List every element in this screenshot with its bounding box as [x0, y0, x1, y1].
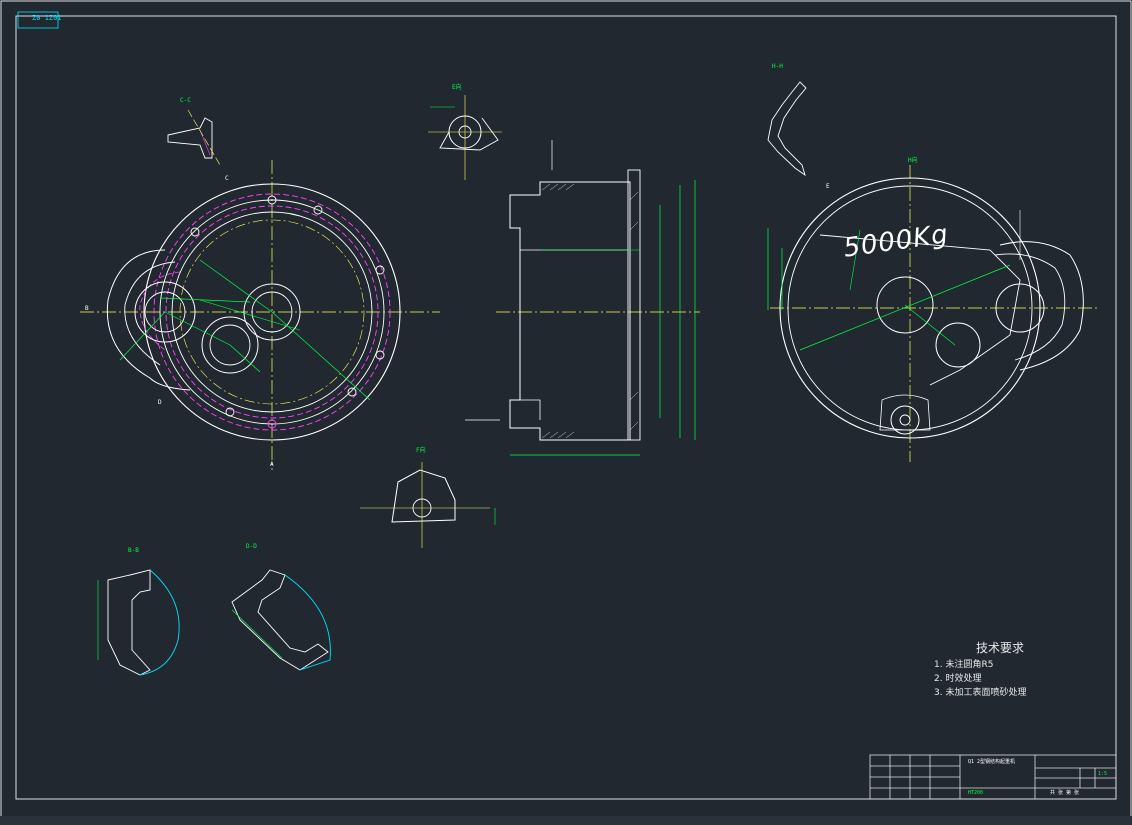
section-bb-lower — [97, 569, 180, 676]
drawing-code-tag: Z0 1Z01 — [32, 14, 62, 22]
title-block-scale: 1:5 — [1098, 771, 1108, 777]
view-f — [360, 462, 496, 548]
left-main-view — [80, 160, 440, 470]
tech-requirement-item: 3. 未加工表面喷砂处理 — [934, 688, 1027, 698]
label-section-dd: D-D — [246, 543, 257, 550]
label-b: B — [85, 305, 89, 312]
title-block-part-name: Q1 2型钢结构起重机 — [968, 759, 1016, 765]
tech-requirement-item: 1. 未注圆角R5 — [934, 660, 994, 670]
center-section-view — [465, 140, 700, 456]
title-block-sheet: 共 张 第 张 — [1050, 790, 1080, 796]
label-view-e: E向 — [452, 84, 462, 91]
title-block-material: HT200 — [968, 790, 984, 796]
label-d: D — [158, 399, 162, 406]
section-dd — [231, 569, 331, 671]
section-cc — [167, 109, 221, 166]
section-hh — [767, 81, 807, 177]
label-a: A — [270, 461, 274, 468]
label-section-hh: H-H — [772, 63, 783, 70]
inner-frame — [15, 15, 1117, 800]
tech-requirements-title: 技术要求 — [976, 641, 1025, 655]
title-block — [869, 754, 1117, 800]
bottom-strip — [0, 816, 1132, 825]
label-section-cc: C-C — [180, 97, 191, 104]
label-c: C — [225, 175, 229, 182]
label-section-bb: B-B — [128, 547, 139, 554]
label-view-f: F向 — [416, 447, 426, 454]
label-e: E — [826, 183, 830, 190]
view-e — [428, 95, 502, 180]
right-main-view — [767, 165, 1100, 462]
code-tag-box — [17, 11, 59, 29]
tech-requirement-item: 2. 时效处理 — [934, 674, 982, 684]
label-right-view: H向 — [908, 157, 918, 164]
